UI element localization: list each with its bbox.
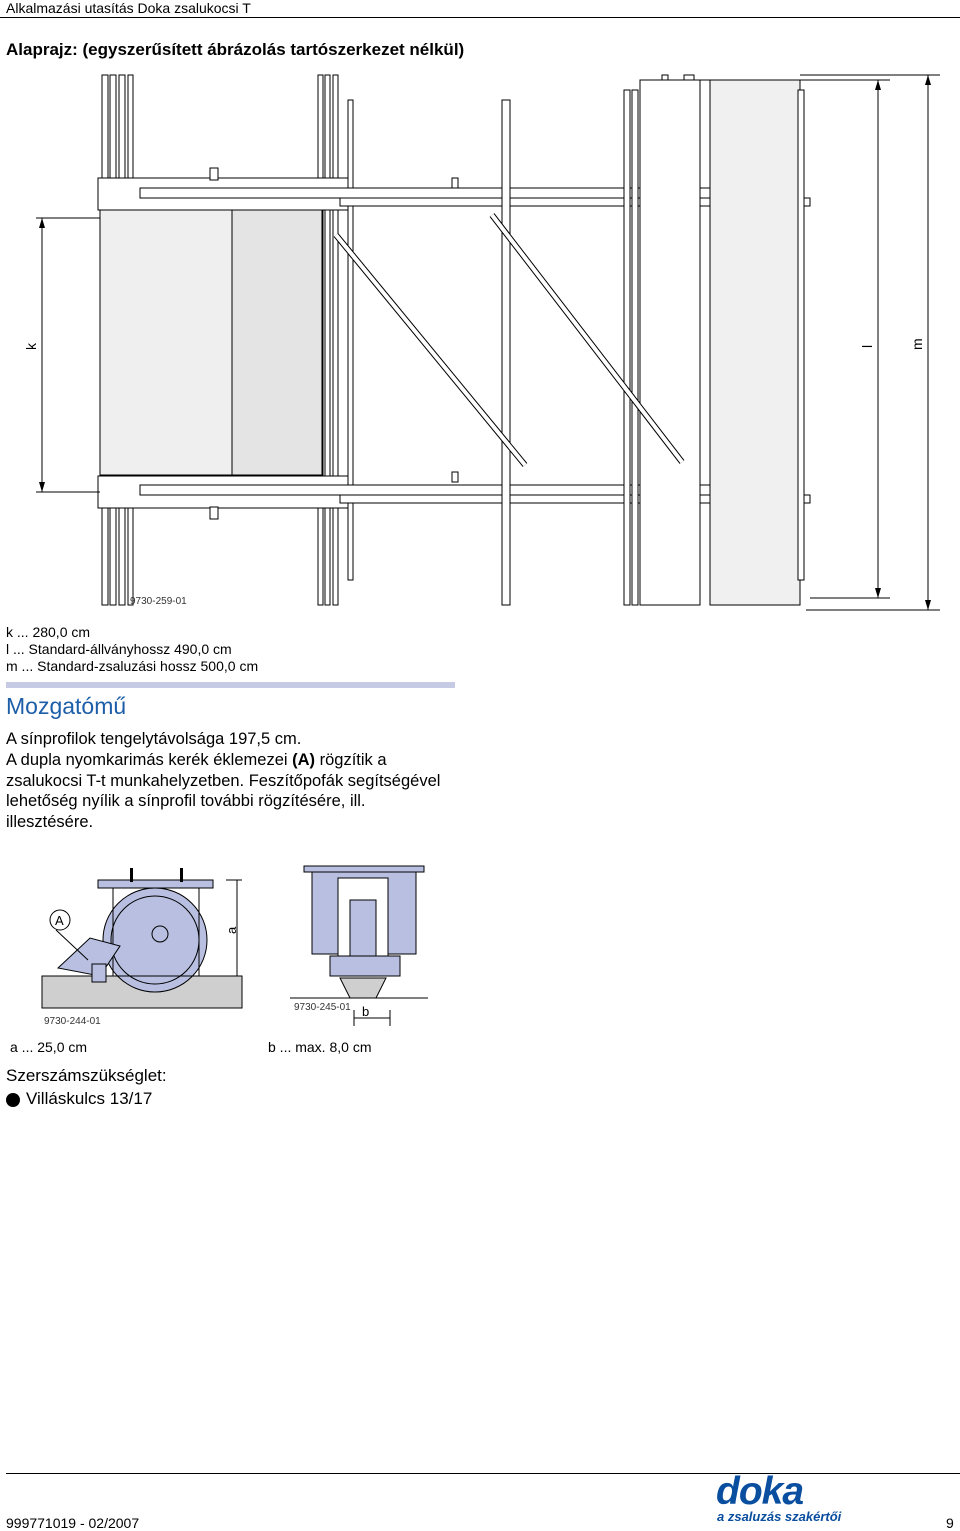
caption-a: a ... 25,0 cm: [10, 1039, 88, 1055]
plan-drawing: k l m 9730-259-01: [23, 74, 940, 611]
page-number: 9: [946, 1515, 954, 1531]
header-rule: [0, 17, 960, 18]
section-bar: [6, 682, 455, 688]
running-header: Alkalmazási utasítás Doka zsalukocsi T: [6, 0, 251, 16]
caption-b: b ... max. 8,0 cm: [268, 1039, 372, 1055]
dim-label-a: a: [224, 926, 239, 934]
footer-rule: [6, 1473, 960, 1474]
header-product: Doka zsalukocsi T: [137, 0, 251, 16]
section-body: A sínprofilok tengelytávolsága 197,5 cm.…: [6, 729, 456, 833]
ref-a: (A): [292, 750, 316, 769]
doka-logo: doka: [716, 1470, 804, 1513]
plan-drawing-code: 9730-259-01: [130, 596, 187, 607]
spec-m: m ... Standard-zsaluzási hossz 500,0 cm: [6, 658, 259, 674]
dim-label-k: k: [23, 342, 39, 350]
label-a-callout: A: [55, 913, 64, 928]
body-paragraph-2: A dupla nyomkarimás kerék éklemezei (A) …: [6, 750, 456, 833]
bullet-icon: [6, 1093, 20, 1107]
dim-label-m: m: [909, 338, 925, 350]
spec-k: k ... 280,0 cm: [6, 624, 91, 640]
wheel-detail-code: 9730-244-01: [44, 1016, 101, 1027]
body-line-1: A sínprofilok tengelytávolsága 197,5 cm.: [6, 730, 302, 748]
plan-title: Alaprajz: (egyszerűsített ábrázolás tart…: [6, 40, 465, 59]
doc-number: 999771019 - 02/2007: [6, 1515, 140, 1531]
tools-title: Szerszámszükséglet:: [6, 1066, 167, 1085]
logo-tagline: a zsaluzás szakértői: [717, 1509, 842, 1524]
rail-detail-drawing: b 9730-245-01: [290, 865, 428, 1026]
header-prefix: Alkalmazási utasítás: [6, 0, 134, 16]
dim-label-b: b: [362, 1004, 369, 1019]
spec-l: l ... Standard-állványhossz 490,0 cm: [6, 641, 232, 657]
body-text-a: A dupla nyomkarimás kerék éklemezei: [6, 750, 293, 769]
tool-item: Villáskulcs 13/17: [26, 1089, 153, 1108]
body-text-c: rögzítik a zsalukocsi T-t munkahelyzetbe…: [6, 750, 441, 832]
rail-detail-code: 9730-245-01: [294, 1002, 351, 1013]
section-title: Mozgatómű: [6, 693, 127, 719]
dim-label-l: l: [859, 345, 875, 348]
wheel-detail-drawing: A a 9730-244-01: [41, 868, 243, 1027]
